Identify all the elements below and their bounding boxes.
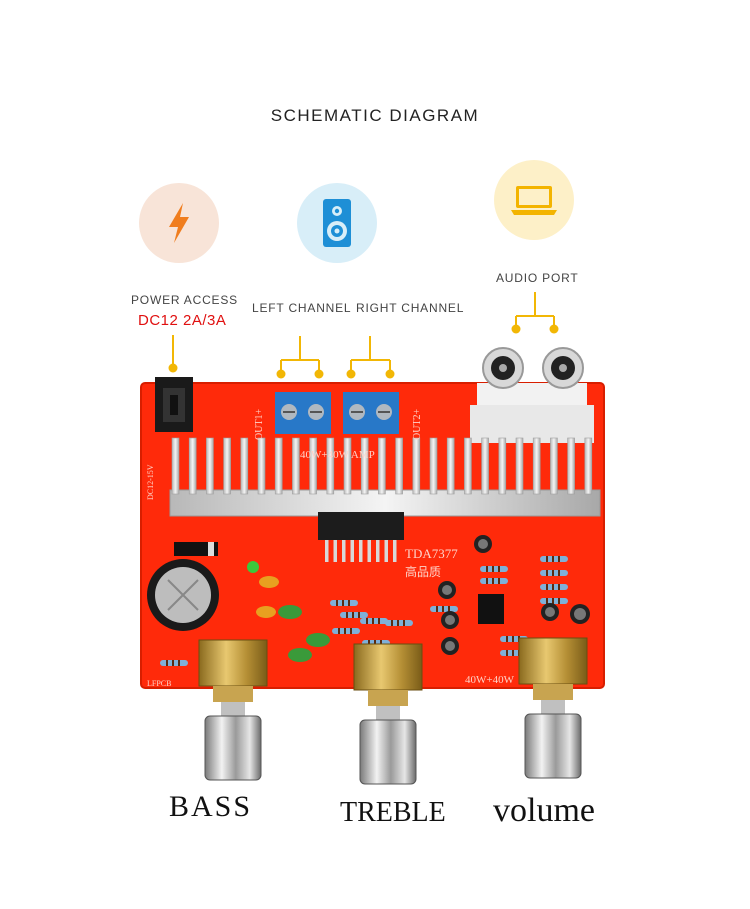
heatsink-fin: [206, 437, 214, 495]
chip-pin: [350, 540, 354, 562]
chip-pin: [367, 540, 371, 562]
resistor: [540, 570, 568, 576]
board-id-silkscreen: LFPCB: [147, 679, 171, 688]
laptop-icon: [511, 186, 557, 215]
heatsink-fin: [498, 437, 507, 495]
resistor: [385, 620, 413, 626]
page-title: SCHEMATIC DIAGRAM: [270, 106, 480, 125]
heatsink-fin: [171, 437, 180, 495]
power-circle: [139, 183, 219, 263]
heatsink-fin: [188, 437, 197, 495]
heatsink-fin: [429, 437, 438, 495]
resistor: [430, 606, 458, 612]
treble-potentiometer: [353, 643, 423, 785]
resistor: [340, 612, 368, 618]
dc-range-silkscreen: DC12-15V: [146, 464, 155, 500]
heatsink-fin: [223, 437, 231, 495]
chip-pin: [376, 540, 380, 562]
heatsink-fin: [515, 437, 524, 495]
out1-silkscreen: OUT1+: [254, 408, 265, 440]
chip-pin: [359, 540, 363, 562]
heatsink-fin: [257, 437, 266, 495]
left-channel-label: LEFT CHANNEL: [252, 301, 352, 315]
chip-pin: [393, 540, 397, 562]
left-channel-terminal: [275, 392, 331, 434]
audio-port-label: AUDIO PORT: [496, 271, 579, 285]
heatsink-fin: [481, 437, 489, 495]
power-access-label: POWER ACCESS: [131, 293, 238, 307]
bass-potentiometer: [198, 639, 268, 781]
resistor: [360, 618, 388, 624]
chip-pin: [342, 540, 346, 562]
heatsink-fin: [550, 437, 558, 495]
heatsink-fin: [378, 437, 386, 495]
heatsink: [169, 437, 601, 517]
chinese-silkscreen: 高品质: [405, 564, 441, 579]
out2-silkscreen: OUT2+: [412, 408, 423, 440]
bass-label: BASS: [169, 790, 253, 823]
resistor: [540, 556, 568, 562]
treble-label: TREBLE: [340, 797, 446, 828]
resistor: [480, 578, 508, 584]
heatsink-fin: [326, 437, 335, 495]
volume-label: volume: [493, 792, 595, 829]
chip-pin: [384, 540, 388, 562]
speaker-circle: [297, 183, 377, 263]
speaker-icon: [323, 199, 351, 247]
heatsink-fin: [464, 437, 472, 495]
heatsink-fin: [274, 437, 283, 495]
resistor: [480, 566, 508, 572]
laptop-circle: [494, 160, 574, 240]
small-electrolytics: [438, 535, 590, 655]
heatsink-fin: [292, 437, 300, 495]
tda7377-chip: [318, 512, 404, 562]
green-capacitors: [256, 576, 330, 662]
lightning-bolt-icon: [169, 203, 189, 243]
power-spec-label: DC12 2A/3A: [138, 312, 227, 329]
resistor: [332, 628, 360, 634]
chip-silkscreen: TDA7377: [405, 546, 458, 561]
dc-power-jack: [155, 377, 193, 432]
right-channel-terminal: [343, 392, 399, 434]
heatsink-fin: [412, 437, 421, 495]
heatsink-fin: [446, 437, 455, 495]
op-amp-chip: [478, 594, 504, 624]
resistor: [540, 584, 568, 590]
heatsink-fin: [584, 437, 593, 495]
heatsink-fin: [343, 437, 352, 495]
resistor: [160, 660, 188, 666]
heatsink-fin: [240, 437, 249, 495]
right-channel-label: RIGHT CHANNEL: [356, 301, 465, 315]
heatsink-fin: [532, 437, 541, 495]
resistor: [330, 600, 358, 606]
heatsink-fin: [360, 437, 369, 495]
chip-pin: [333, 540, 337, 562]
large-capacitor: [147, 559, 219, 631]
power-rating-silkscreen: 40W+40W: [465, 674, 515, 686]
heatsink-fin: [309, 437, 317, 495]
volume-potentiometer: [518, 637, 588, 779]
chip-pin: [325, 540, 329, 562]
resistor: [540, 598, 568, 604]
audio-rca-jacks: [470, 347, 594, 443]
heatsink-fin: [395, 437, 403, 495]
heatsink-fin: [567, 437, 575, 495]
amp-silkscreen: 40W+40W AMP: [300, 449, 375, 461]
